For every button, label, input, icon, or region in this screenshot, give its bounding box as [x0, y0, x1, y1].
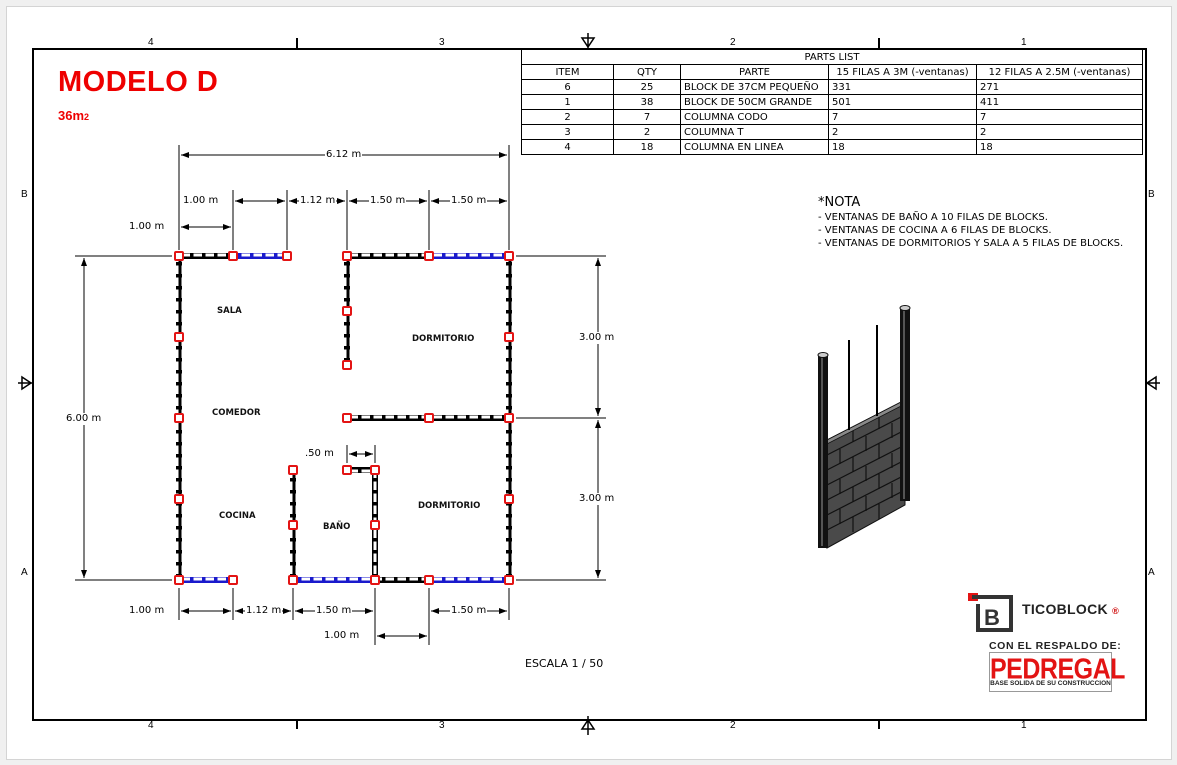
ticoblock-logo-icon: B — [968, 593, 1013, 632]
zone-col-2-bottom: 2 — [730, 720, 736, 731]
dim-bottom-3: 1.50 m — [315, 605, 353, 617]
parts-list-table: PARTS LIST ITEM QTY PARTE 15 FILAS A 3M … — [521, 49, 1143, 155]
dim-bottom-2: 1.12 m — [245, 605, 283, 617]
notes-heading: *NOTA — [818, 195, 861, 210]
dim-top-4: 1.50 m — [450, 195, 488, 207]
dim-bottom-4: 1.50 m — [450, 605, 488, 617]
room-label-dormitorio-1: DORMITORIO — [412, 334, 475, 344]
wall-3d-illustration — [817, 305, 911, 549]
dim-top-1: 1.00 m — [182, 195, 220, 207]
room-label-comedor: COMEDOR — [212, 408, 261, 418]
zone-row-b-left: B — [21, 189, 28, 200]
dim-left-total: 6.00 m — [65, 413, 103, 425]
dim-bano-offset: .50 m — [304, 448, 335, 460]
zone-col-2-top: 2 — [730, 37, 736, 48]
zone-col-4-top: 4 — [148, 37, 154, 48]
dim-right-lower: 3.00 m — [578, 493, 616, 505]
zone-col-3-top: 3 — [439, 37, 445, 48]
notes-block: *NOTA - VENTANAS DE BAÑO A 10 FILAS DE B… — [818, 195, 1123, 250]
room-label-bano: BAÑO — [323, 522, 351, 532]
dim-top-3: 1.50 m — [369, 195, 407, 207]
room-label-cocina: COCINA — [219, 511, 256, 521]
pedregal-logo: PEDREGAL BASE SOLIDA DE SU CONSTRUCCION — [989, 652, 1125, 692]
dim-right-upper: 3.00 m — [578, 332, 616, 344]
zone-col-1-top: 1 — [1021, 37, 1027, 48]
brand-name: TICOBLOCK ® — [1022, 601, 1120, 617]
partner-tagline: BASE SOLIDA DE SU CONSTRUCCION — [990, 680, 1111, 687]
zone-row-a-left: A — [21, 567, 28, 578]
page-title: MODELO D — [58, 66, 219, 98]
dim-bottom-1: 1.00 m — [128, 605, 166, 617]
note-line: - VENTANAS DE BAÑO A 10 FILAS DE BLOCKS. — [818, 212, 1048, 223]
note-line: - VENTANAS DE DORMITORIOS Y SALA A 5 FIL… — [818, 238, 1124, 249]
note-line: - VENTANAS DE COCINA A 6 FILAS DE BLOCKS… — [818, 225, 1052, 236]
dim-top-2: 1.12 m — [299, 195, 337, 207]
zone-col-4-bottom: 4 — [148, 720, 154, 731]
zone-col-1-bottom: 1 — [1021, 720, 1027, 731]
dim-top-left-offset: 1.00 m — [128, 221, 166, 233]
zone-col-3-bottom: 3 — [439, 720, 445, 731]
partner-name: PEDREGAL — [990, 653, 1125, 686]
area-label: 36m2 — [58, 108, 90, 123]
svg-text:B: B — [984, 605, 1000, 630]
dim-bottom-center: 1.00 m — [323, 630, 361, 642]
zone-row-b-right: B — [1148, 189, 1155, 200]
backing-label: CON EL RESPALDO DE: — [989, 640, 1122, 652]
room-label-dormitorio-2: DORMITORIO — [418, 501, 481, 511]
dim-top-total: 6.12 m — [325, 149, 363, 161]
zone-row-a-right: A — [1148, 567, 1155, 578]
scale-label: ESCALA 1 / 50 — [525, 657, 604, 670]
room-label-sala: SALA — [217, 306, 242, 316]
